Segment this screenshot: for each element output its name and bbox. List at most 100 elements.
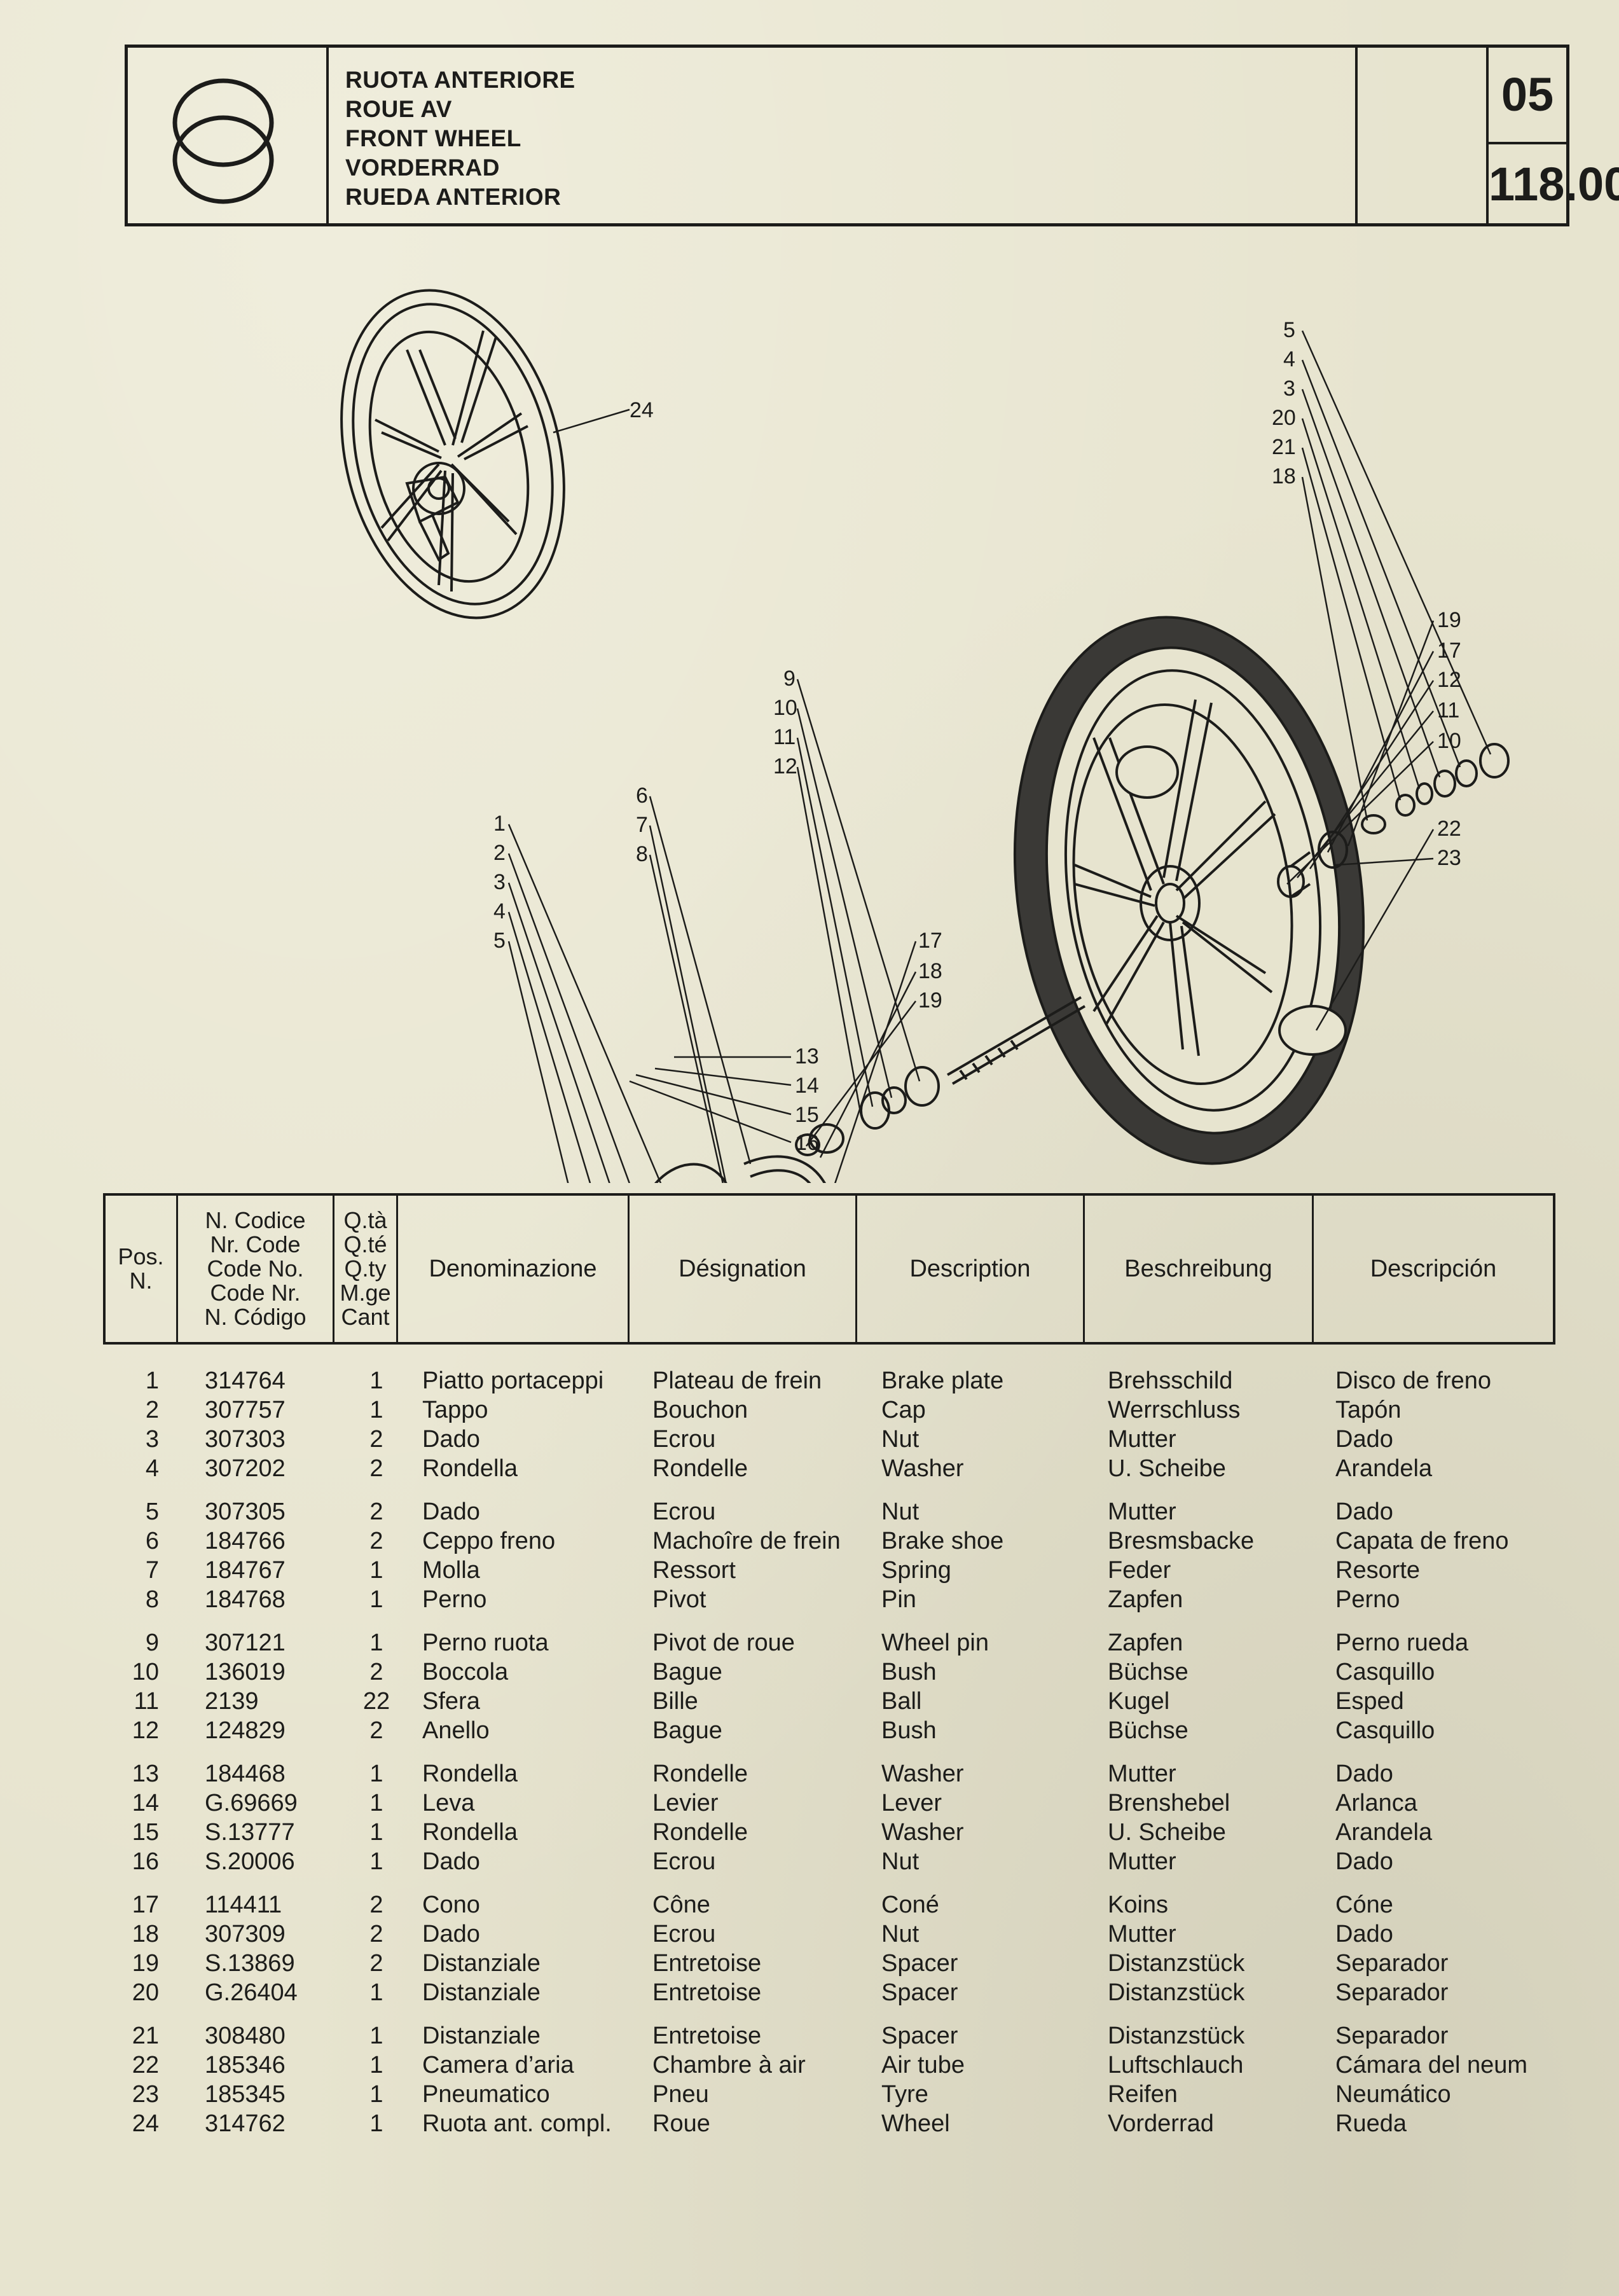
part-name-german: Luftschlauch (1108, 2052, 1244, 2078)
part-name-spanish: Separador (1335, 1979, 1449, 2006)
title-english: FRONT WHEEL (345, 125, 521, 151)
part-name-french: Roue (652, 2110, 710, 2137)
part-pos: 10 (132, 1659, 159, 1685)
part-pos: 17 (132, 1891, 159, 1918)
part-name-spanish: Tapón (1335, 1397, 1402, 1423)
part-name-italian: Dado (422, 1848, 480, 1875)
callout-3-left: 3 (493, 870, 506, 894)
part-pos: 16 (132, 1848, 159, 1875)
callout-6: 6 (636, 784, 648, 808)
part-name-english: Nut (881, 1426, 920, 1453)
part-name-german: Mutter (1108, 1760, 1176, 1787)
part-qty: 1 (369, 2052, 383, 2078)
part-pos: 21 (132, 2023, 159, 2049)
part-name-english: Brake shoe (881, 1528, 1004, 1554)
callout-5-left: 5 (493, 929, 506, 953)
callout-12-left: 12 (773, 754, 797, 778)
part-pos: 5 (145, 1498, 159, 1525)
part-name-german: Distanzstück (1108, 1979, 1245, 2006)
group-number: 05 (1489, 48, 1566, 144)
callout-24: 24 (630, 398, 654, 422)
part-name-english: Bush (881, 1659, 937, 1685)
part-name-italian: Distanziale (422, 2023, 541, 2049)
part-pos: 20 (132, 1979, 159, 2006)
callout-14: 14 (795, 1074, 819, 1098)
callout-11-left: 11 (773, 725, 796, 749)
col-code: N. Codice Nr. Code Code No. Code Nr. N. … (178, 1196, 334, 1342)
part-pos: 14 (132, 1790, 159, 1816)
callout-13: 13 (795, 1044, 819, 1068)
part-code: 114411 (205, 1891, 282, 1918)
part-name-italian: Piatto portaceppi (422, 1367, 604, 1394)
col-descripcion: Descripción (1370, 1255, 1497, 1282)
part-name-english: Lever (881, 1790, 942, 1816)
part-pos: 6 (145, 1528, 159, 1554)
part-name-french: Machoîre de frein (652, 1528, 841, 1554)
part-name-french: Pneu (652, 2081, 709, 2108)
part-name-english: Nut (881, 1498, 920, 1525)
part-qty: 2 (369, 1950, 383, 1977)
part-pos: 9 (145, 1629, 159, 1656)
part-name-german: Kugel (1108, 1688, 1170, 1715)
callout-12: 12 (1437, 668, 1461, 692)
part-name-spanish: Dado (1335, 1921, 1393, 1947)
part-qty: 1 (369, 1819, 383, 1846)
part-name-english: Bush (881, 1717, 937, 1744)
tyre-and-rim-drawing (1013, 616, 1365, 1165)
part-name-english: Spacer (881, 1950, 958, 1977)
col-pos-line: Pos. (118, 1243, 164, 1269)
part-name-spanish: Separador (1335, 1950, 1449, 1977)
part-name-french: Rondelle (652, 1455, 748, 1482)
part-qty: 2 (369, 1921, 383, 1947)
part-name-spanish: Dado (1335, 1498, 1393, 1525)
part-name-french: Ecrou (652, 1426, 716, 1453)
part-name-italian: Ruota ant. compl. (422, 2110, 612, 2137)
part-code: 308480 (205, 2023, 286, 2049)
part-name-german: Büchse (1108, 1717, 1188, 1744)
part-qty: 1 (369, 1790, 383, 1816)
part-name-spanish: Arandela (1335, 1819, 1433, 1846)
part-name-italian: Distanziale (422, 1979, 541, 2006)
part-name-german: Büchse (1108, 1659, 1188, 1685)
col-code-line: Code No. (207, 1255, 304, 1282)
part-qty: 1 (369, 1557, 383, 1584)
part-pos: 15 (132, 1819, 159, 1846)
callout-22: 22 (1437, 817, 1461, 841)
callout-11: 11 (1437, 698, 1459, 723)
part-name-italian: Perno ruota (422, 1629, 549, 1656)
callout-10: 10 (1437, 729, 1461, 753)
part-name-french: Levier (652, 1790, 719, 1816)
part-name-italian: Boccola (422, 1659, 509, 1685)
title-italian: RUOTA ANTERIORE (345, 67, 575, 93)
callout-2: 2 (493, 841, 506, 865)
part-name-french: Pivot (652, 1586, 706, 1613)
part-code: S.13777 (205, 1819, 295, 1846)
part-name-german: Zapfen (1108, 1586, 1183, 1613)
page-header: RUOTA ANTERIORE ROUE AV FRONT WHEEL VORD… (125, 45, 1619, 226)
part-pos: 7 (145, 1557, 159, 1584)
part-name-french: Ecrou (652, 1498, 716, 1525)
col-beschreibung: Beschreibung (1085, 1196, 1314, 1342)
part-code: 307757 (205, 1397, 286, 1423)
part-name-spanish: Cámara del neum (1335, 2052, 1528, 2078)
part-pos: 22 (132, 2052, 159, 2078)
part-name-french: Bille (652, 1688, 698, 1715)
part-name-french: Bouchon (652, 1397, 748, 1423)
part-code: 307309 (205, 1921, 286, 1947)
part-name-french: Entretoise (652, 2023, 762, 2049)
code-box: 05 118.00 (1489, 48, 1619, 223)
